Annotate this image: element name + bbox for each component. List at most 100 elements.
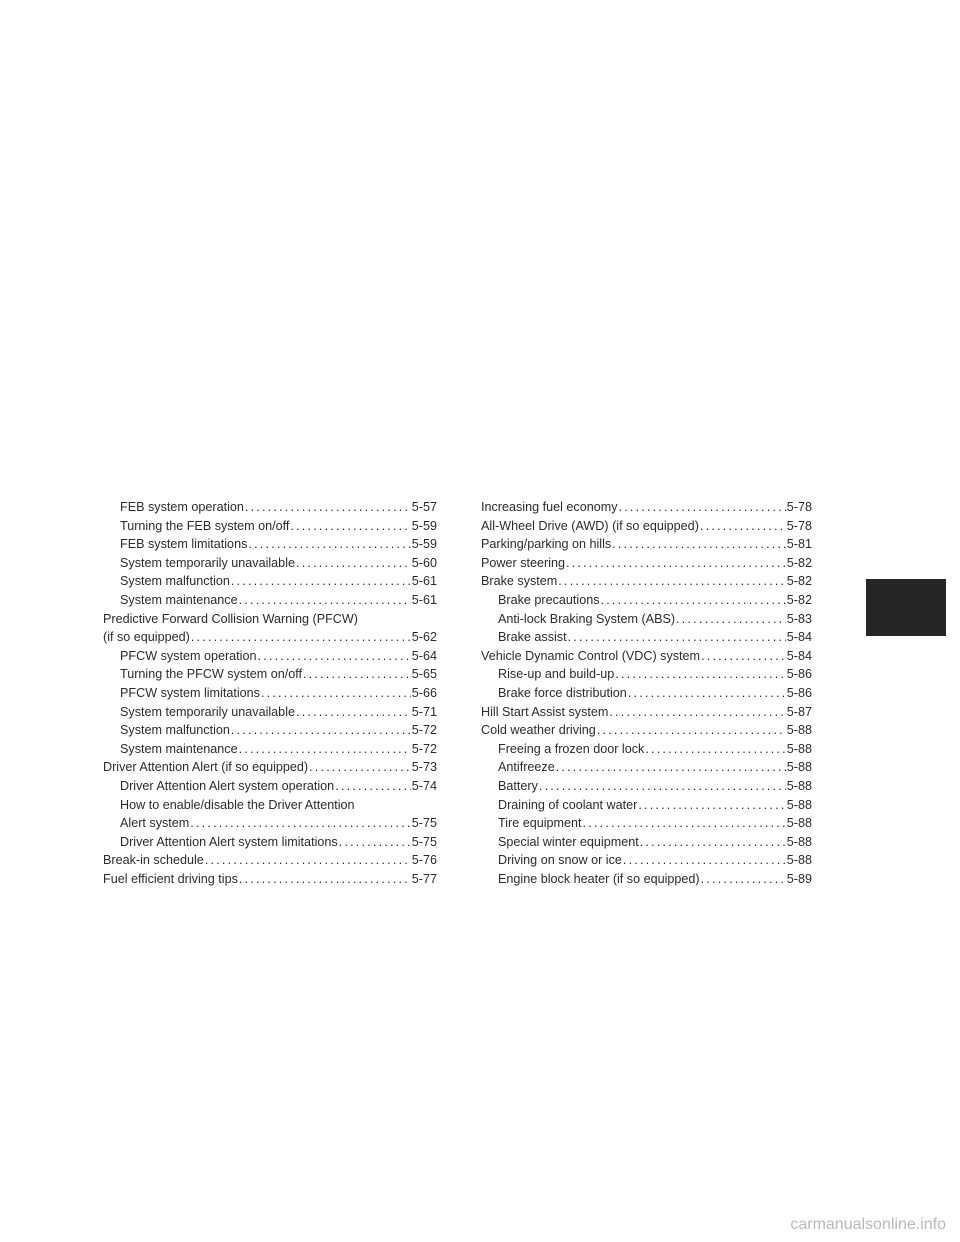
toc-entry: Brake assist5-84 xyxy=(481,628,812,647)
toc-entry-title: System maintenance xyxy=(120,592,238,607)
dot-leader xyxy=(645,740,785,759)
toc-entry: Driver Attention Alert (if so equipped)5… xyxy=(103,758,437,777)
toc-entry-page: 5-57 xyxy=(411,500,437,514)
toc-entry-title: Cold weather driving xyxy=(481,723,596,738)
dot-leader xyxy=(568,628,786,647)
toc-entry-title: Hill Start Assist system xyxy=(481,704,609,719)
toc-entry-title-line: Predictive Forward Collision Warning (PF… xyxy=(103,611,358,626)
toc-entry: System malfunction5-61 xyxy=(103,572,437,591)
toc-entry: Increasing fuel economy 5-78 xyxy=(481,498,812,517)
toc-entry: FEB system operation 5-57 xyxy=(103,498,437,517)
toc-entry-page: 5-88 xyxy=(786,760,812,775)
dot-leader xyxy=(245,498,411,517)
section-tab xyxy=(866,579,946,636)
dot-leader xyxy=(558,572,785,591)
toc-entry: Anti-lock Braking System (ABS) 5-83 xyxy=(481,610,812,629)
toc-entry-title: Power steering xyxy=(481,555,565,570)
toc-entry: All-Wheel Drive (AWD) (if so equipped) 5-… xyxy=(481,517,812,536)
dot-leader xyxy=(231,721,411,740)
toc-entry-page: 5-59 xyxy=(411,518,437,533)
dot-leader xyxy=(583,814,786,833)
toc-entry-title: Alert system xyxy=(120,816,190,831)
toc-entry-title: FEB system operation xyxy=(120,500,244,514)
toc-entry-title: Driving on snow or ice xyxy=(498,853,622,868)
toc-entry-page: 5-77 xyxy=(411,871,437,886)
dot-leader xyxy=(309,758,411,777)
dot-leader xyxy=(296,703,411,722)
toc-entry-title: All-Wheel Drive (AWD) (if so equipped) xyxy=(481,518,699,533)
dot-leader xyxy=(597,721,786,740)
toc-entry: Brake system5-82 xyxy=(481,572,812,591)
toc-entry-page: 5-89 xyxy=(786,871,812,886)
toc-entry: Power steering5-82 xyxy=(481,554,812,573)
toc-entry: Rise-up and build-up5-86 xyxy=(481,665,812,684)
toc-entry-title: Brake force distribution xyxy=(498,685,627,700)
toc-entry-page: 5-83 xyxy=(786,611,812,626)
toc-entry-page: 5-87 xyxy=(786,704,812,719)
toc-entry-page: 5-64 xyxy=(411,648,437,663)
toc-entry: System maintenance5-72 xyxy=(103,740,437,759)
dot-leader xyxy=(640,833,786,852)
dot-leader xyxy=(609,703,785,722)
toc-entry-page: 5-78 xyxy=(786,518,812,533)
toc-entry: System maintenance5-61 xyxy=(103,591,437,610)
dot-leader xyxy=(539,777,786,796)
dot-leader xyxy=(676,610,786,629)
toc-entry-title: Draining of coolant water xyxy=(498,797,638,812)
toc-entry: Driving on snow or ice 5-88 xyxy=(481,851,812,870)
dot-leader xyxy=(239,870,411,889)
dot-leader xyxy=(190,814,411,833)
toc-entry-page: 5-75 xyxy=(411,816,437,831)
toc-entry: Brake force distribution5-86 xyxy=(481,684,812,703)
toc-entry: Brake precautions5-82 xyxy=(481,591,812,610)
toc-entry-title: Brake precautions xyxy=(498,592,600,607)
toc-entry-title: Driver Attention Alert system limitation… xyxy=(120,834,338,849)
toc-entry: Antifreeze5-88 xyxy=(481,758,812,777)
dot-leader xyxy=(623,851,786,870)
toc-entry-page: 5-81 xyxy=(786,537,812,552)
toc-entry-page: 5-88 xyxy=(786,853,812,868)
toc-entry: Engine block heater (if so equipped)5-89 xyxy=(481,870,812,889)
toc-entry-page: 5-84 xyxy=(786,648,812,663)
dot-leader xyxy=(303,665,411,684)
toc-entry: Special winter equipment5-88 xyxy=(481,833,812,852)
toc-entry-title: Anti-lock Braking System (ABS) xyxy=(498,611,676,626)
toc-entry-page: 5-75 xyxy=(411,834,437,849)
toc-entry-page: 5-88 xyxy=(786,797,812,812)
toc-entry: Hill Start Assist system 5-87 xyxy=(481,703,812,722)
toc-entry: Tire equipment5-88 xyxy=(481,814,812,833)
toc-entry-page: 5-78 xyxy=(786,500,812,514)
dot-leader xyxy=(335,777,411,796)
watermark: carmanualsonline.info xyxy=(790,1216,946,1233)
dot-leader xyxy=(231,572,411,591)
toc-entry-title: Driver Attention Alert (if so equipped) xyxy=(103,760,309,775)
toc-entry-page: 5-71 xyxy=(411,704,437,719)
toc-entry-title: Rise-up and build-up xyxy=(498,667,615,682)
toc-entry-title: FEB system limitations xyxy=(120,537,248,552)
toc-entry-title: Fuel efficient driving tips xyxy=(103,871,238,886)
toc-entry-page: 5-72 xyxy=(411,741,437,756)
toc-entry-page: 5-88 xyxy=(786,834,812,849)
dot-leader xyxy=(612,535,786,554)
toc-entry-page: 5-66 xyxy=(411,685,437,700)
toc-entry-title: Turning the PFCW system on/off xyxy=(120,667,302,682)
toc-entry-title: System temporarily unavailable xyxy=(120,555,295,570)
toc-entry: Draining of coolant water 5-88 xyxy=(481,796,812,815)
toc-entry: Turning the PFCW system on/off5-65 xyxy=(103,665,437,684)
dot-leader xyxy=(205,851,411,870)
toc-entry-title: Break-in schedule xyxy=(103,853,204,868)
toc-entry-page: 5-82 xyxy=(786,574,812,589)
toc-entry: Driver Attention Alert system operation5… xyxy=(103,777,437,796)
dot-leader xyxy=(257,647,410,666)
dot-leader xyxy=(248,535,410,554)
dot-leader xyxy=(701,647,786,666)
toc-entry: System temporarily unavailable5-71 xyxy=(103,703,437,722)
toc-entry-title: Increasing fuel economy xyxy=(481,500,618,514)
toc-entry: Cold weather driving5-88 xyxy=(481,721,812,740)
dot-leader xyxy=(556,758,786,777)
dot-leader xyxy=(296,554,411,573)
toc-entry-title: System malfunction xyxy=(120,723,230,738)
dot-leader xyxy=(191,628,411,647)
toc-entry-page: 5-72 xyxy=(411,723,437,738)
toc-entry-title: Turning the FEB system on/off xyxy=(120,518,290,533)
